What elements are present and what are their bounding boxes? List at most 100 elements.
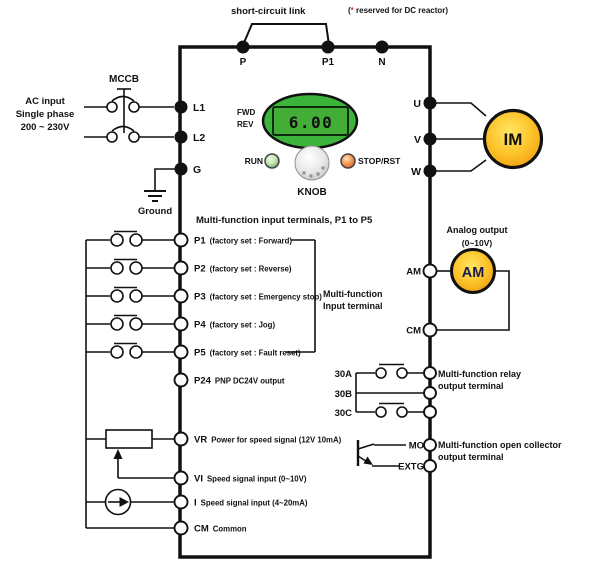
terminal-V-label: V [414,134,421,146]
input-row-P4: P4(factory set : Jog) [86,314,275,332]
potentiometer-icon [105,429,153,449]
terminal-I [173,494,189,510]
terminal-CM [173,520,189,536]
run-led-icon [264,153,280,169]
dc-reactor-note: (* reserved for DC reactor) [348,6,448,15]
terminal-P1-input-label: P1(factory set : Forward) [194,236,292,247]
analog-output-title-line2: (0~10V) [462,238,493,248]
input-terminal-bracket: Multi-function Input terminal [314,240,383,352]
ground-label: Ground [138,206,172,217]
terminal-P5-input [173,344,189,360]
ac-input-section: AC input Single phase 200 ~ 230V MCCB L1… [16,74,206,217]
terminal-AM [422,263,438,279]
terminal-P2-input-label: P2(factory set : Reverse) [194,264,292,275]
relay-label-line1: Multi-function relay [438,369,521,379]
terminal-P4-input [173,316,189,332]
switch-icon [110,342,143,359]
terminal-P2-input [173,260,189,276]
bracket-label-line2: Input terminal [323,301,383,311]
terminal-P [236,40,250,54]
keypad-panel: 6.00 FWD REV RUN STOP/RST KNOB [237,92,401,198]
analog-output-section: Analog output (0~10V) AM AM CM [406,225,510,338]
open-collector-label-line2: output terminal [438,452,504,462]
terminal-MO-label: MO [409,441,424,452]
input-row-P2: P2(factory set : Reverse) [86,258,292,276]
short-circuit-link-label: short-circuit link [231,6,306,17]
ac-input-line2: Single phase [16,109,75,120]
terminal-P3-input-label: P3(factory set : Emergency stop) [194,292,322,303]
terminal-N [375,40,389,54]
terminal-30A [423,366,437,380]
ac-input-line1: AC input [25,96,65,107]
terminal-P4-input-label: P4(factory set : Jog) [194,320,275,331]
terminal-U-label: U [413,98,421,110]
terminal-P1-label: P1 [322,57,335,68]
terminal-30A-label: 30A [335,369,353,380]
short-circuit-link-symbol [242,23,330,46]
relay-output-section: 30A 30B 30C Multi-function relay output … [335,363,521,419]
terminal-G [174,162,188,176]
wiper-arrow-icon [113,449,123,459]
terminal-MO [423,438,437,452]
current-source-icon [104,488,132,516]
terminal-30B-label: 30B [335,389,353,400]
terminal-N-label: N [378,57,385,68]
terminal-EXTG-label: EXTG [398,462,424,473]
terminal-30B [423,386,437,400]
terminal-L2 [174,130,188,144]
terminal-30C-label: 30C [335,408,353,419]
stop-label: STOP/RST [358,156,401,166]
motor-output-section: U V W IM [411,96,544,178]
open-collector-section: MO EXTG Multi-function open collector ou… [356,438,562,473]
terminal-30C [423,405,437,419]
stop-led-icon [340,153,356,169]
terminal-P5-input-label: P5(factory set : Fault reset) [194,348,301,359]
motor-label: IM [504,130,523,149]
terminal-L1 [174,100,188,114]
terminal-CM-analog [422,322,438,338]
input-row-P5: P5(factory set : Fault reset) [86,342,315,360]
relay-contact-icon [375,363,408,379]
seven-segment-display [272,106,349,136]
terminal-W-label: W [411,166,421,178]
terminal-VR [173,431,189,447]
rev-label: REV [237,120,254,129]
mccb-label: MCCB [109,74,139,85]
terminal-L2-label: L2 [193,132,205,144]
short-circuit-link-section: short-circuit link (* reserved for DC re… [231,6,448,68]
input-row-P3: P3(factory set : Emergency stop) [86,286,322,304]
transistor-icon [356,440,406,467]
switch-icon [110,286,143,303]
relay-contact-icon [375,402,408,418]
input-row-P1: P1(factory set : Forward) [86,230,315,248]
terminal-L1-label: L1 [193,102,205,114]
terminal-VI [173,470,189,486]
knob-label: KNOB [297,187,326,198]
induction-motor-icon [482,108,544,170]
run-label: RUN [245,156,263,166]
mccb-breaker-symbol [84,88,174,143]
terminal-P1-input [173,232,189,248]
switch-icon [110,314,143,331]
terminal-AM-label: AM [406,267,421,278]
terminal-EXTG [423,459,437,473]
bracket-label-line1: Multi-function [323,289,382,299]
analog-output-title-line1: Analog output [447,225,508,235]
terminal-P3-input [173,288,189,304]
terminal-P-label: P [240,57,247,68]
terminal-P1 [321,40,335,54]
terminal-G-label: G [193,164,201,176]
display-value: 6.00 [289,113,334,132]
terminal-CM-analog-label: CM [406,326,421,337]
ac-input-line3: 200 ~ 230V [21,122,71,133]
